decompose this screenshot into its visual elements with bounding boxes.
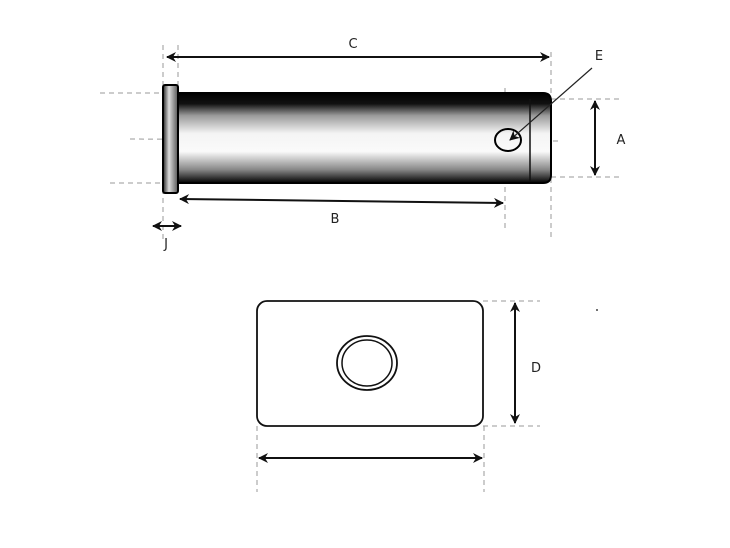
pin-side-view [162, 84, 552, 194]
cross-hole [494, 128, 522, 152]
end-view-outline [256, 300, 484, 427]
pin-head [162, 84, 179, 194]
extension-lines-end-view [256, 300, 540, 492]
dimension-e-leader [509, 67, 593, 141]
label-d: D [531, 361, 541, 376]
label-a: A [617, 133, 626, 148]
end-view-outer-ring [336, 335, 398, 391]
label-e: E [595, 49, 603, 64]
pin-end-view [256, 300, 484, 427]
pin-shaft [177, 92, 552, 184]
label-b: B [331, 212, 340, 227]
end-view-inner-ring [341, 339, 393, 387]
stray-dot [596, 309, 598, 311]
dimension-b-arrow [179, 194, 504, 208]
label-j: J [163, 237, 168, 252]
label-c: C [348, 37, 357, 52]
